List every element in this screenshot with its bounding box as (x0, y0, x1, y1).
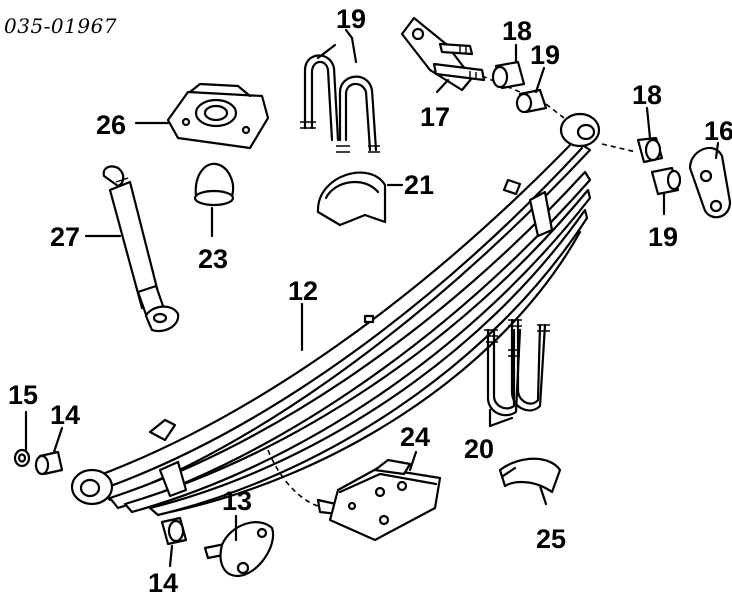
bump-stopper-pad (316, 171, 387, 227)
bump-stopper (193, 162, 235, 207)
callout-22: 21 (404, 170, 434, 200)
callout-17: 17 (420, 102, 450, 132)
callout-21: 20 (464, 434, 494, 464)
bushing-14-lower (160, 516, 188, 546)
callout-24: 24 (400, 422, 430, 452)
callout-27: 27 (50, 222, 80, 252)
shock-absorber (102, 165, 180, 333)
callout-26: 25 (536, 524, 566, 554)
callout-12: 12 (288, 276, 318, 306)
spring-seat-plate (267, 449, 442, 542)
u-bolts-lower (484, 318, 550, 417)
u-bolts-upper (300, 54, 380, 153)
callout-23: 23 (198, 244, 228, 274)
leaf-spring (70, 112, 601, 517)
bushing-19-rear (650, 166, 682, 196)
callout-16: 16 (704, 116, 732, 146)
bushing-19-upper (515, 88, 565, 119)
bushing-18-upper (491, 60, 526, 90)
spring-bracket-plate (166, 82, 270, 150)
bushing-14-upper (34, 450, 64, 476)
leader-lines (24, 28, 720, 568)
callout-18-upper: 18 (502, 16, 532, 46)
shackle-plate (688, 146, 732, 219)
callout-numbers: 19 18 19 17 18 16 19 26 21 27 23 12 15 1… (8, 4, 732, 598)
u-bolt-seat (498, 457, 562, 494)
diagram-reference-code: 035-01967 (4, 14, 118, 38)
spring-pin-13 (203, 521, 275, 578)
bushing-18-rear (601, 136, 664, 164)
callout-13: 13 (222, 486, 252, 516)
callout-14-lower: 14 (148, 568, 178, 598)
shackle-bushing-15 (13, 448, 31, 468)
callout-18-rear: 18 (632, 80, 662, 110)
callout-19-rear: 19 (648, 222, 678, 252)
callout-20: 19 (336, 4, 366, 34)
callout-14-upper: 14 (50, 400, 80, 430)
callout-19-upper: 19 (530, 40, 560, 70)
callout-15: 15 (8, 380, 38, 410)
shackle (400, 16, 521, 93)
callout-25: 26 (96, 110, 126, 140)
